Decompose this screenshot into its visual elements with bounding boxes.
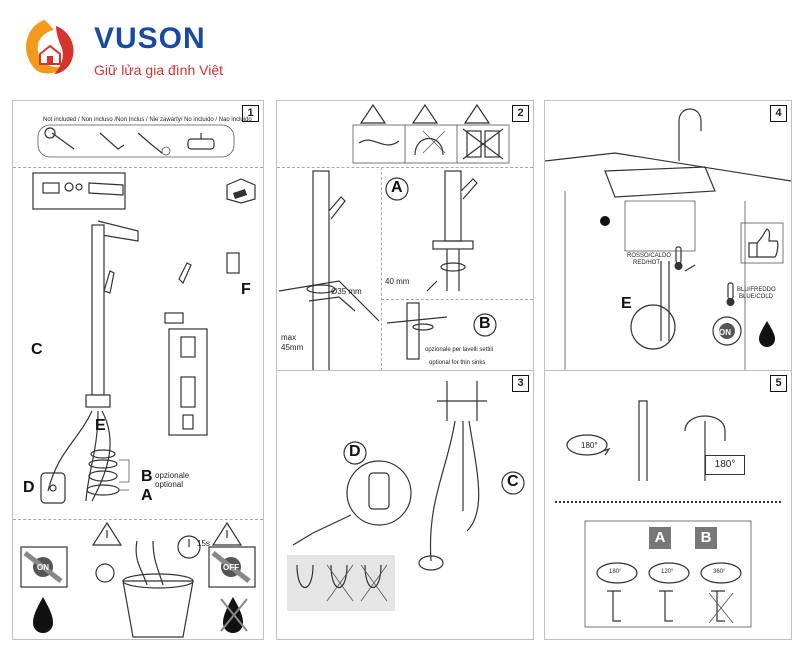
timer-text: 15s [197, 539, 210, 548]
clip-detail [346, 460, 412, 526]
switch-on-icon [20, 546, 68, 588]
brand-logo: VUSON Giữ lửa gia đình Việt [14, 14, 314, 84]
max-depth-1: max [281, 333, 297, 342]
cold-label-2: BLUE/COLD [739, 294, 774, 300]
step-1-panel: 1 Not included / Non incluso /Non Inclus… [12, 100, 264, 640]
divider [277, 167, 533, 168]
option-b-badge: B [695, 527, 717, 549]
water-drop-icon [33, 597, 53, 633]
warning-icon [91, 521, 123, 546]
faucet-base-cutaway [278, 170, 380, 371]
thermometer-hot-icon [674, 246, 683, 270]
thin-sink-note-1: opzionale per lavelli settili [425, 347, 494, 353]
option-a-badge: A [649, 527, 671, 549]
label-b: B [141, 468, 153, 485]
label-e: E [621, 295, 632, 312]
switch-off-icon [208, 546, 256, 588]
thermometer-cold-icon [726, 282, 735, 306]
circle-label-a [385, 177, 409, 201]
faucet-illustration [47, 220, 139, 502]
label-c: C [31, 341, 43, 358]
angle-option-3: 360° [713, 569, 726, 575]
sink-installation-illustration [545, 108, 791, 371]
divider [381, 167, 382, 371]
screwdriver-icon [292, 514, 352, 546]
screwdriver-icon [137, 132, 171, 156]
label-c: C [507, 473, 519, 490]
step-number: 4 [770, 105, 787, 122]
step-number: 5 [770, 375, 787, 392]
switch-on-icon [712, 316, 742, 346]
rotation-angle: 180° [581, 441, 598, 450]
step-number: 1 [242, 105, 259, 122]
rotation-limit-box: 180° [705, 455, 745, 475]
switch-on-label: ON [719, 328, 731, 337]
divider [381, 299, 533, 300]
switch-off-label: OFF [223, 563, 239, 572]
faucet-head-detail [32, 172, 126, 210]
tighten-nut-illustration [426, 170, 478, 292]
hole-diameter: Ø35 mm [331, 287, 362, 296]
brand-tagline: Giữ lửa gia đình Việt [94, 62, 224, 78]
circle-label-b [473, 313, 497, 337]
hex-key-icon [99, 132, 125, 150]
brand-name: VUSON [94, 22, 206, 55]
step-number: 3 [512, 375, 529, 392]
rotation-options-frame [584, 520, 752, 628]
package-icon [226, 178, 256, 204]
bucket-flush-illustration [95, 540, 194, 638]
label-a: A [391, 179, 403, 196]
washer-part-d [40, 472, 66, 504]
hot-label-1: ROSSO/CALDO [627, 253, 672, 259]
switch-on-label: ON [37, 563, 49, 572]
mount-height: 40 mm [385, 277, 410, 286]
hot-label-2: RED/HOT [633, 260, 660, 266]
label-f: F [241, 281, 251, 298]
hose-routing-examples [287, 555, 395, 611]
rotation-arrow-icon [566, 434, 611, 456]
thin-sink-note-2: optional for thin sinks [429, 360, 486, 366]
water-drop-icon [759, 321, 775, 347]
optional-note-2: optional [155, 480, 184, 489]
divider [13, 167, 263, 168]
divider [555, 501, 781, 503]
thumbs-up-icon [740, 222, 784, 264]
step-2-panel: 2 Ø35 mm max 45mm A 40 mm B [276, 100, 534, 372]
wrench-icon [44, 127, 75, 150]
warning-icon [211, 521, 243, 546]
step-3-panel: 3 C D [276, 370, 534, 640]
optional-note-1: opzionale [155, 471, 190, 480]
adapter-icon [187, 133, 215, 150]
spray-head-detail [168, 328, 208, 436]
step-4-panel: 4 ROSSO/CALDO RED/HOT BLU/FREDDO BLUE/CO… [544, 100, 792, 372]
angle-option-1: 180° [609, 569, 622, 575]
circle-label-d [343, 441, 367, 465]
label-e: E [95, 417, 106, 434]
max-depth-2: 45mm [281, 343, 304, 352]
thin-sink-detail [386, 302, 448, 360]
pull-down-faucet-illustration [164, 195, 240, 324]
flame-house-icon [26, 20, 74, 74]
not-included-text: Not included / Non incluso /Non Inclus /… [43, 117, 252, 123]
circle-label-c [501, 471, 525, 495]
tools-icon-group [37, 124, 235, 158]
angle-option-2: 120° [661, 569, 674, 575]
divider [13, 519, 263, 520]
cold-label-1: BLU/FREDDO [737, 287, 776, 293]
timer-icon [177, 535, 201, 559]
no-water-icon [220, 597, 248, 633]
step-number: 2 [512, 105, 529, 122]
warning-icons-row [352, 103, 510, 164]
gasket-stack [86, 449, 130, 496]
step-5-panel: 5 180° 180° A B 180° 120° 360° [544, 370, 792, 640]
label-d: D [23, 479, 35, 496]
label-d: D [349, 443, 361, 460]
hose-connection-illustration [418, 381, 487, 571]
label-b: B [479, 315, 491, 332]
label-a: A [141, 487, 153, 504]
faucet-rotation-illustration [638, 400, 726, 481]
